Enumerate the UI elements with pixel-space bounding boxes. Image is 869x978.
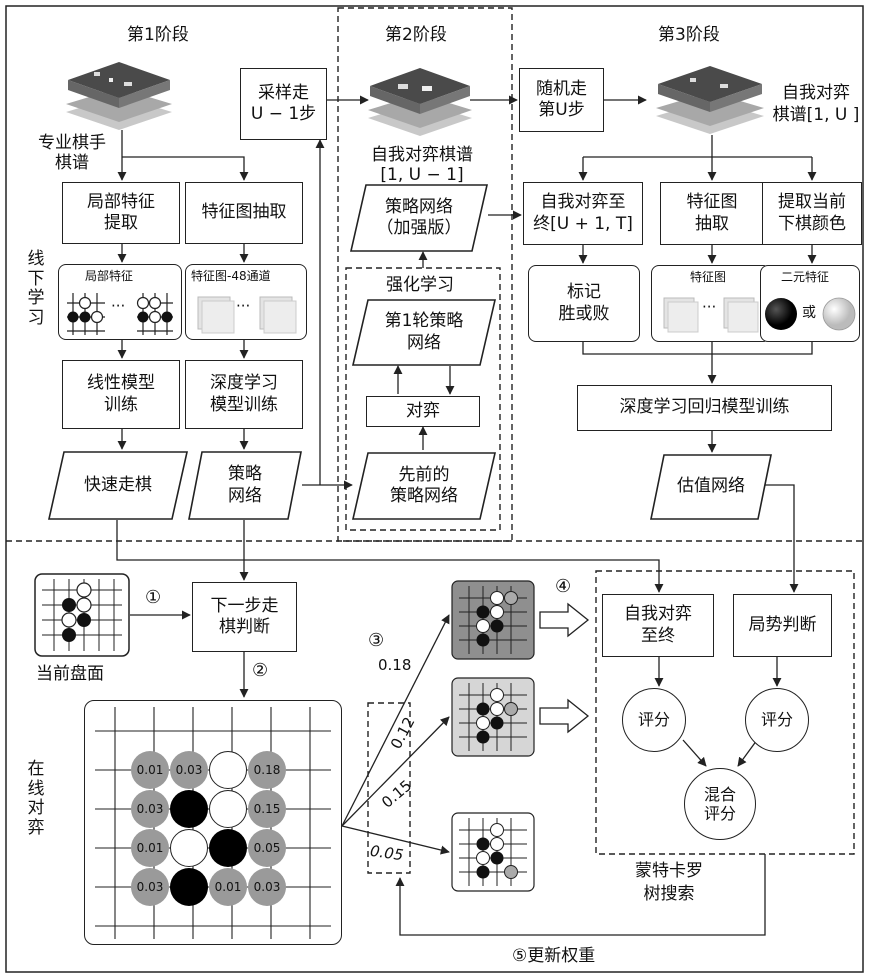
previous-policy-node: 先前的 策略网络	[351, 452, 497, 520]
fast-move-node: 快速走棋	[48, 451, 188, 520]
stage2-title: 第2阶段	[385, 25, 447, 45]
feature-map-panel: 特征图-48通道 ···	[185, 264, 307, 340]
prob-cell: 0.01	[131, 751, 169, 789]
prob-cell: 0.03	[248, 868, 286, 906]
current-board-icon	[34, 573, 130, 657]
feature-map-caption: 特征图-48通道	[191, 269, 271, 284]
policy-network-node: 策略 网络	[188, 451, 302, 520]
current-board-label: 当前盘面	[36, 664, 104, 684]
situation-judge-box: 局势判断	[733, 594, 832, 657]
local-feature-panel: 局部特征 ···	[58, 264, 182, 340]
previous-policy-label: 先前的 策略网络	[390, 464, 458, 506]
mcts-label: 蒙特卡罗 树搜索	[635, 861, 703, 904]
chip-stack-icon	[368, 68, 472, 136]
binary-feature-panel: 二元特征 或	[760, 265, 860, 342]
ellipsis-text: ···	[236, 297, 251, 315]
prob-cell: 0.03	[131, 868, 169, 906]
next-move-box: 下一步走 棋判断	[192, 582, 297, 652]
black-white-stone-icon	[765, 297, 856, 331]
black-stone	[209, 829, 247, 867]
prob-cell: 0.15	[248, 790, 286, 828]
mark-result-box: 标记 胜或败	[528, 265, 640, 342]
white-stone	[170, 829, 208, 867]
selfplay-end-box: 自我对弈 至终	[602, 594, 714, 657]
linear-model-train-box: 线性模型 训练	[62, 360, 180, 429]
mixed-score-circle: 混合 评分	[684, 768, 756, 840]
step4-marker: ④	[555, 576, 572, 597]
deep-model-train-box: 深度学习 模型训练	[185, 360, 303, 429]
prob-cell: 0.01	[131, 829, 169, 867]
play-box: 对弈	[366, 396, 480, 427]
candidate-board-dark	[451, 580, 535, 660]
selfplay-to-end-box: 自我对弈至 终[U + 1, T]	[523, 182, 643, 245]
black-stone	[170, 790, 208, 828]
chip-stack-icon	[656, 66, 764, 134]
score-circle: 评分	[622, 688, 686, 752]
probability-board: 0.01 0.03 0.18 0.03 0.15 0.01 0.05 0.03 …	[84, 700, 342, 945]
prob-cell: 0.01	[209, 868, 247, 906]
stage3-title: 第3阶段	[658, 25, 720, 45]
or-text: 或	[802, 305, 816, 321]
sample-steps-box: 采样走 U − 1步	[240, 68, 327, 140]
offline-learning-label: 线 下 学 习	[27, 249, 45, 328]
candidate-board-white	[451, 812, 535, 892]
black-stone	[170, 868, 208, 906]
white-stone	[209, 790, 247, 828]
color-extract-box: 提取当前 下棋颜色	[762, 182, 862, 245]
binary-feature-caption: 二元特征	[781, 270, 830, 285]
value-network-node: 估值网络	[650, 454, 772, 520]
update-weights-label: ⑤更新权重	[512, 946, 596, 966]
white-stone	[209, 751, 247, 789]
chip-stack-icon	[66, 62, 172, 130]
policy-network-plus-label: 策略网络 （加强版）	[376, 196, 462, 238]
round1-policy-label: 第1轮策略 网络	[384, 311, 464, 353]
rl-title: 强化学习	[386, 275, 454, 295]
feature-map-caption-3: 特征图	[690, 270, 727, 285]
random-move-box: 随机走 第U步	[519, 68, 604, 132]
selfplay-record-label: 自我对弈棋谱 [1, U − 1]	[371, 145, 473, 185]
feature-extract-box: 特征图 抽取	[660, 182, 764, 245]
round1-policy-node: 第1轮策略 网络	[351, 299, 497, 366]
online-play-label: 在 线 对 弈	[27, 759, 45, 838]
selfplay-record-label-3: 自我对弈 棋谱[1, U ]	[772, 83, 860, 126]
step2-marker: ②	[252, 660, 269, 681]
local-pattern-icon	[67, 293, 173, 335]
stage1-title: 第1阶段	[127, 25, 189, 45]
prob-cell: 0.05	[248, 829, 286, 867]
policy-network-label: 策略 网络	[228, 464, 262, 506]
policy-network-plus-node: 策略网络 （加强版）	[349, 184, 489, 252]
ellipsis-text: ···	[702, 298, 717, 316]
step3-marker: ③	[368, 630, 385, 651]
candidate-board-light	[451, 677, 535, 757]
feature-map-stack-icon	[197, 296, 297, 334]
regression-train-box: 深度学习回归模型训练	[577, 385, 832, 431]
ellipsis-text: ···	[111, 297, 126, 315]
fast-move-label: 快速走棋	[84, 474, 152, 495]
value-network-label: 估值网络	[677, 476, 745, 497]
feature-map-panel-3: 特征图 ···	[651, 265, 771, 342]
prob-label: 0.18	[378, 656, 412, 674]
local-feature-caption: 局部特征	[85, 269, 134, 284]
feature-map-stack-icon	[663, 297, 759, 333]
prob-cell: 0.18	[248, 751, 286, 789]
board-grid-lines	[95, 707, 331, 939]
pro-records-label: 专业棋手 棋谱	[38, 133, 106, 174]
prob-cell: 0.03	[131, 790, 169, 828]
step1-marker: ①	[145, 587, 162, 608]
score-circle: 评分	[745, 688, 809, 752]
local-feature-extract-box: 局部特征 提取	[62, 182, 180, 244]
prob-cell: 0.03	[170, 751, 208, 789]
feature-map-extract-box: 特征图抽取	[185, 182, 303, 244]
